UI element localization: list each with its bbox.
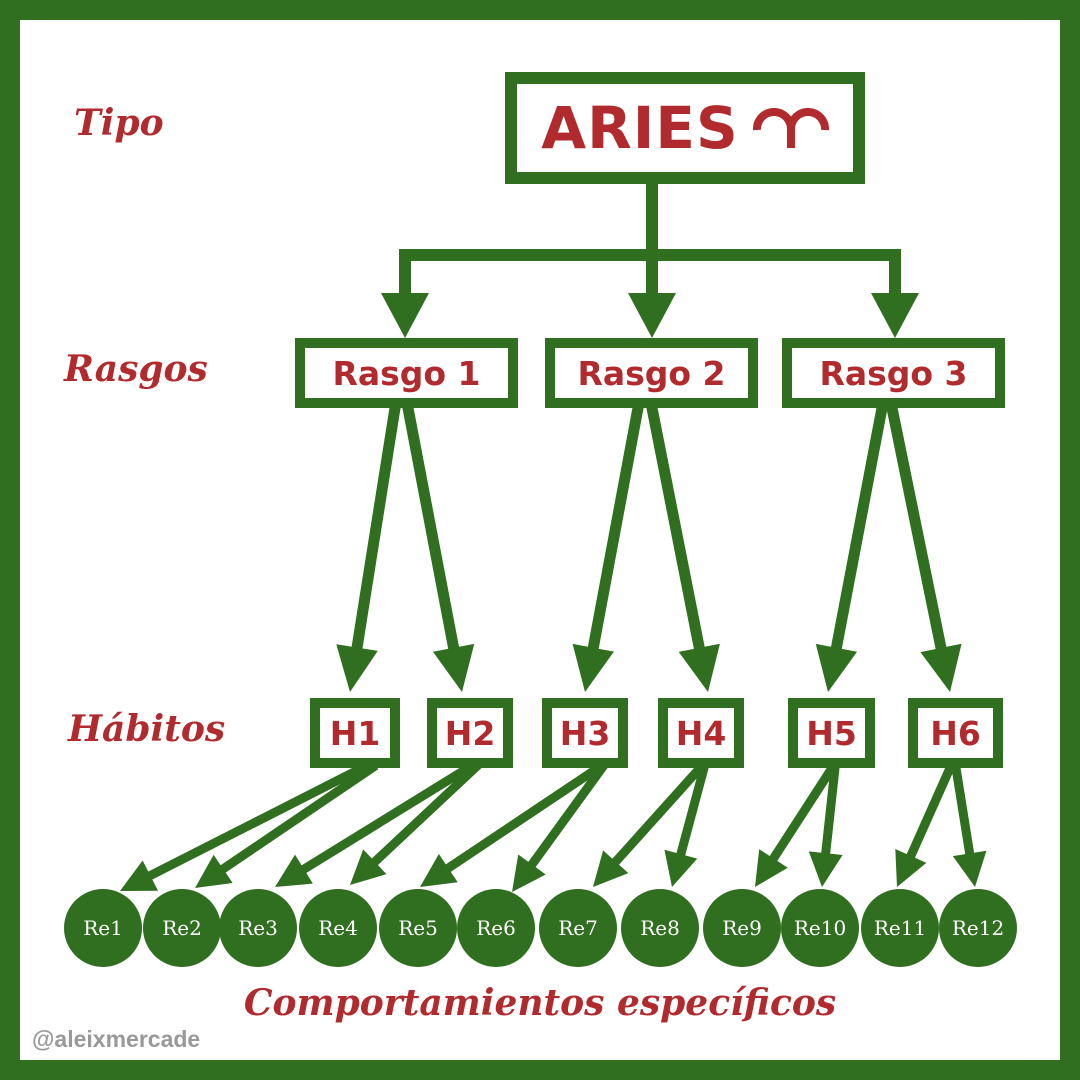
arrow-trait-to-habit-1-head: [336, 644, 378, 692]
behavior-node-3: Re3: [219, 889, 297, 967]
arrow-type-to-trait-2-head: [628, 293, 676, 338]
arrow-trait-to-habit-2-head: [432, 643, 475, 692]
arrow-habit-to-behavior-11-head: [895, 849, 927, 887]
arrow-habit-to-behavior-8: [674, 762, 710, 862]
behavior-node-12: Re12: [939, 889, 1017, 967]
arrow-habit-to-behavior-11: [904, 762, 956, 864]
arrow-habit-to-behavior-10-head: [808, 851, 843, 887]
arrow-habit-to-behavior-1-head: [120, 860, 159, 891]
arrow-habit-to-behavior-12: [950, 762, 976, 861]
arrow-habit-to-behavior-2: [215, 761, 379, 877]
behavior-node-10: Re10: [781, 889, 859, 967]
arrow-habit-to-behavior-7-head: [593, 850, 629, 887]
arrow-trait-to-habit-5: [829, 401, 889, 657]
behavior-node-1: Re1: [64, 889, 142, 967]
behavior-node-8: Re8: [621, 889, 699, 967]
habit-node-6: H6: [908, 698, 1003, 768]
type-label: ARIES: [541, 94, 739, 162]
behavior-node-9: Re9: [703, 889, 781, 967]
habit-node-2: H2: [427, 698, 513, 768]
arrow-trait-to-habit-4: [645, 401, 707, 657]
arrow-habit-to-behavior-4: [367, 761, 482, 870]
watermark: @aleixmercade: [32, 1026, 201, 1052]
arrow-habit-to-behavior-7: [608, 761, 707, 870]
level-label-comportamientos: Comportamientos específicos: [243, 982, 837, 1024]
arrow-habit-to-behavior-3: [296, 761, 475, 877]
arrow-habit-to-behavior-10: [820, 763, 840, 861]
arrow-habit-to-behavior-9-head: [755, 849, 788, 887]
arrow-habit-to-behavior-6: [524, 761, 609, 873]
level-label-habitos: Hábitos: [68, 708, 226, 750]
connector-arrows: [120, 178, 987, 892]
trait-node-1: Rasgo 1: [295, 338, 518, 408]
behavior-node-4: Re4: [299, 889, 377, 967]
arrow-trait-to-habit-6-head: [920, 643, 962, 692]
arrow-habit-to-behavior-6-head: [512, 854, 546, 892]
arrow-type-to-trait-3-head: [871, 293, 919, 338]
arrow-trait-to-habit-6: [885, 401, 948, 657]
behavior-node-11: Re11: [861, 889, 939, 967]
arrow-habit-to-behavior-5-head: [420, 853, 458, 887]
arrow-trait-to-habit-3-head: [572, 643, 614, 692]
behavior-node-2: Re2: [143, 889, 221, 967]
habit-node-3: H3: [542, 698, 628, 768]
level-label-tipo: Tipo: [74, 102, 164, 144]
trait-node-3: Rasgo 3: [782, 338, 1005, 408]
arrow-habit-to-behavior-12-head: [952, 850, 987, 887]
arrow-habit-to-behavior-3-head: [275, 854, 313, 887]
habit-node-4: H4: [658, 698, 744, 768]
behavior-node-6: Re6: [457, 889, 535, 967]
arrow-trait-to-habit-2: [401, 401, 461, 657]
arrow-trait-to-habit-3: [586, 401, 645, 657]
arrow-trait-to-habit-4-head: [678, 643, 720, 692]
habit-node-1: H1: [310, 698, 400, 768]
type-node-aries: ARIES: [505, 72, 865, 184]
arrow-habit-to-behavior-2-head: [195, 854, 233, 888]
behavior-node-7: Re7: [539, 889, 617, 967]
arrow-trait-to-habit-1: [350, 401, 402, 656]
trait-node-2: Rasgo 2: [545, 338, 758, 408]
arrow-habit-to-behavior-4-head: [350, 849, 387, 885]
arrow-type-to-trait-1-head: [381, 293, 429, 338]
arrow-habit-to-behavior-1: [142, 761, 369, 883]
arrow-habit-to-behavior-8-head: [664, 849, 698, 887]
arrow-habit-to-behavior-9: [766, 761, 839, 867]
level-label-rasgos: Rasgos: [64, 348, 208, 390]
diagram-canvas: Tipo Rasgos Hábitos ARIES Rasgo 1 Rasgo …: [20, 20, 1060, 1060]
arrow-habit-to-behavior-5: [440, 761, 605, 876]
habit-node-5: H5: [788, 698, 875, 768]
behavior-node-5: Re5: [379, 889, 457, 967]
arrow-trait-to-habit-5-head: [815, 643, 858, 692]
aries-symbol-icon: [752, 108, 829, 148]
